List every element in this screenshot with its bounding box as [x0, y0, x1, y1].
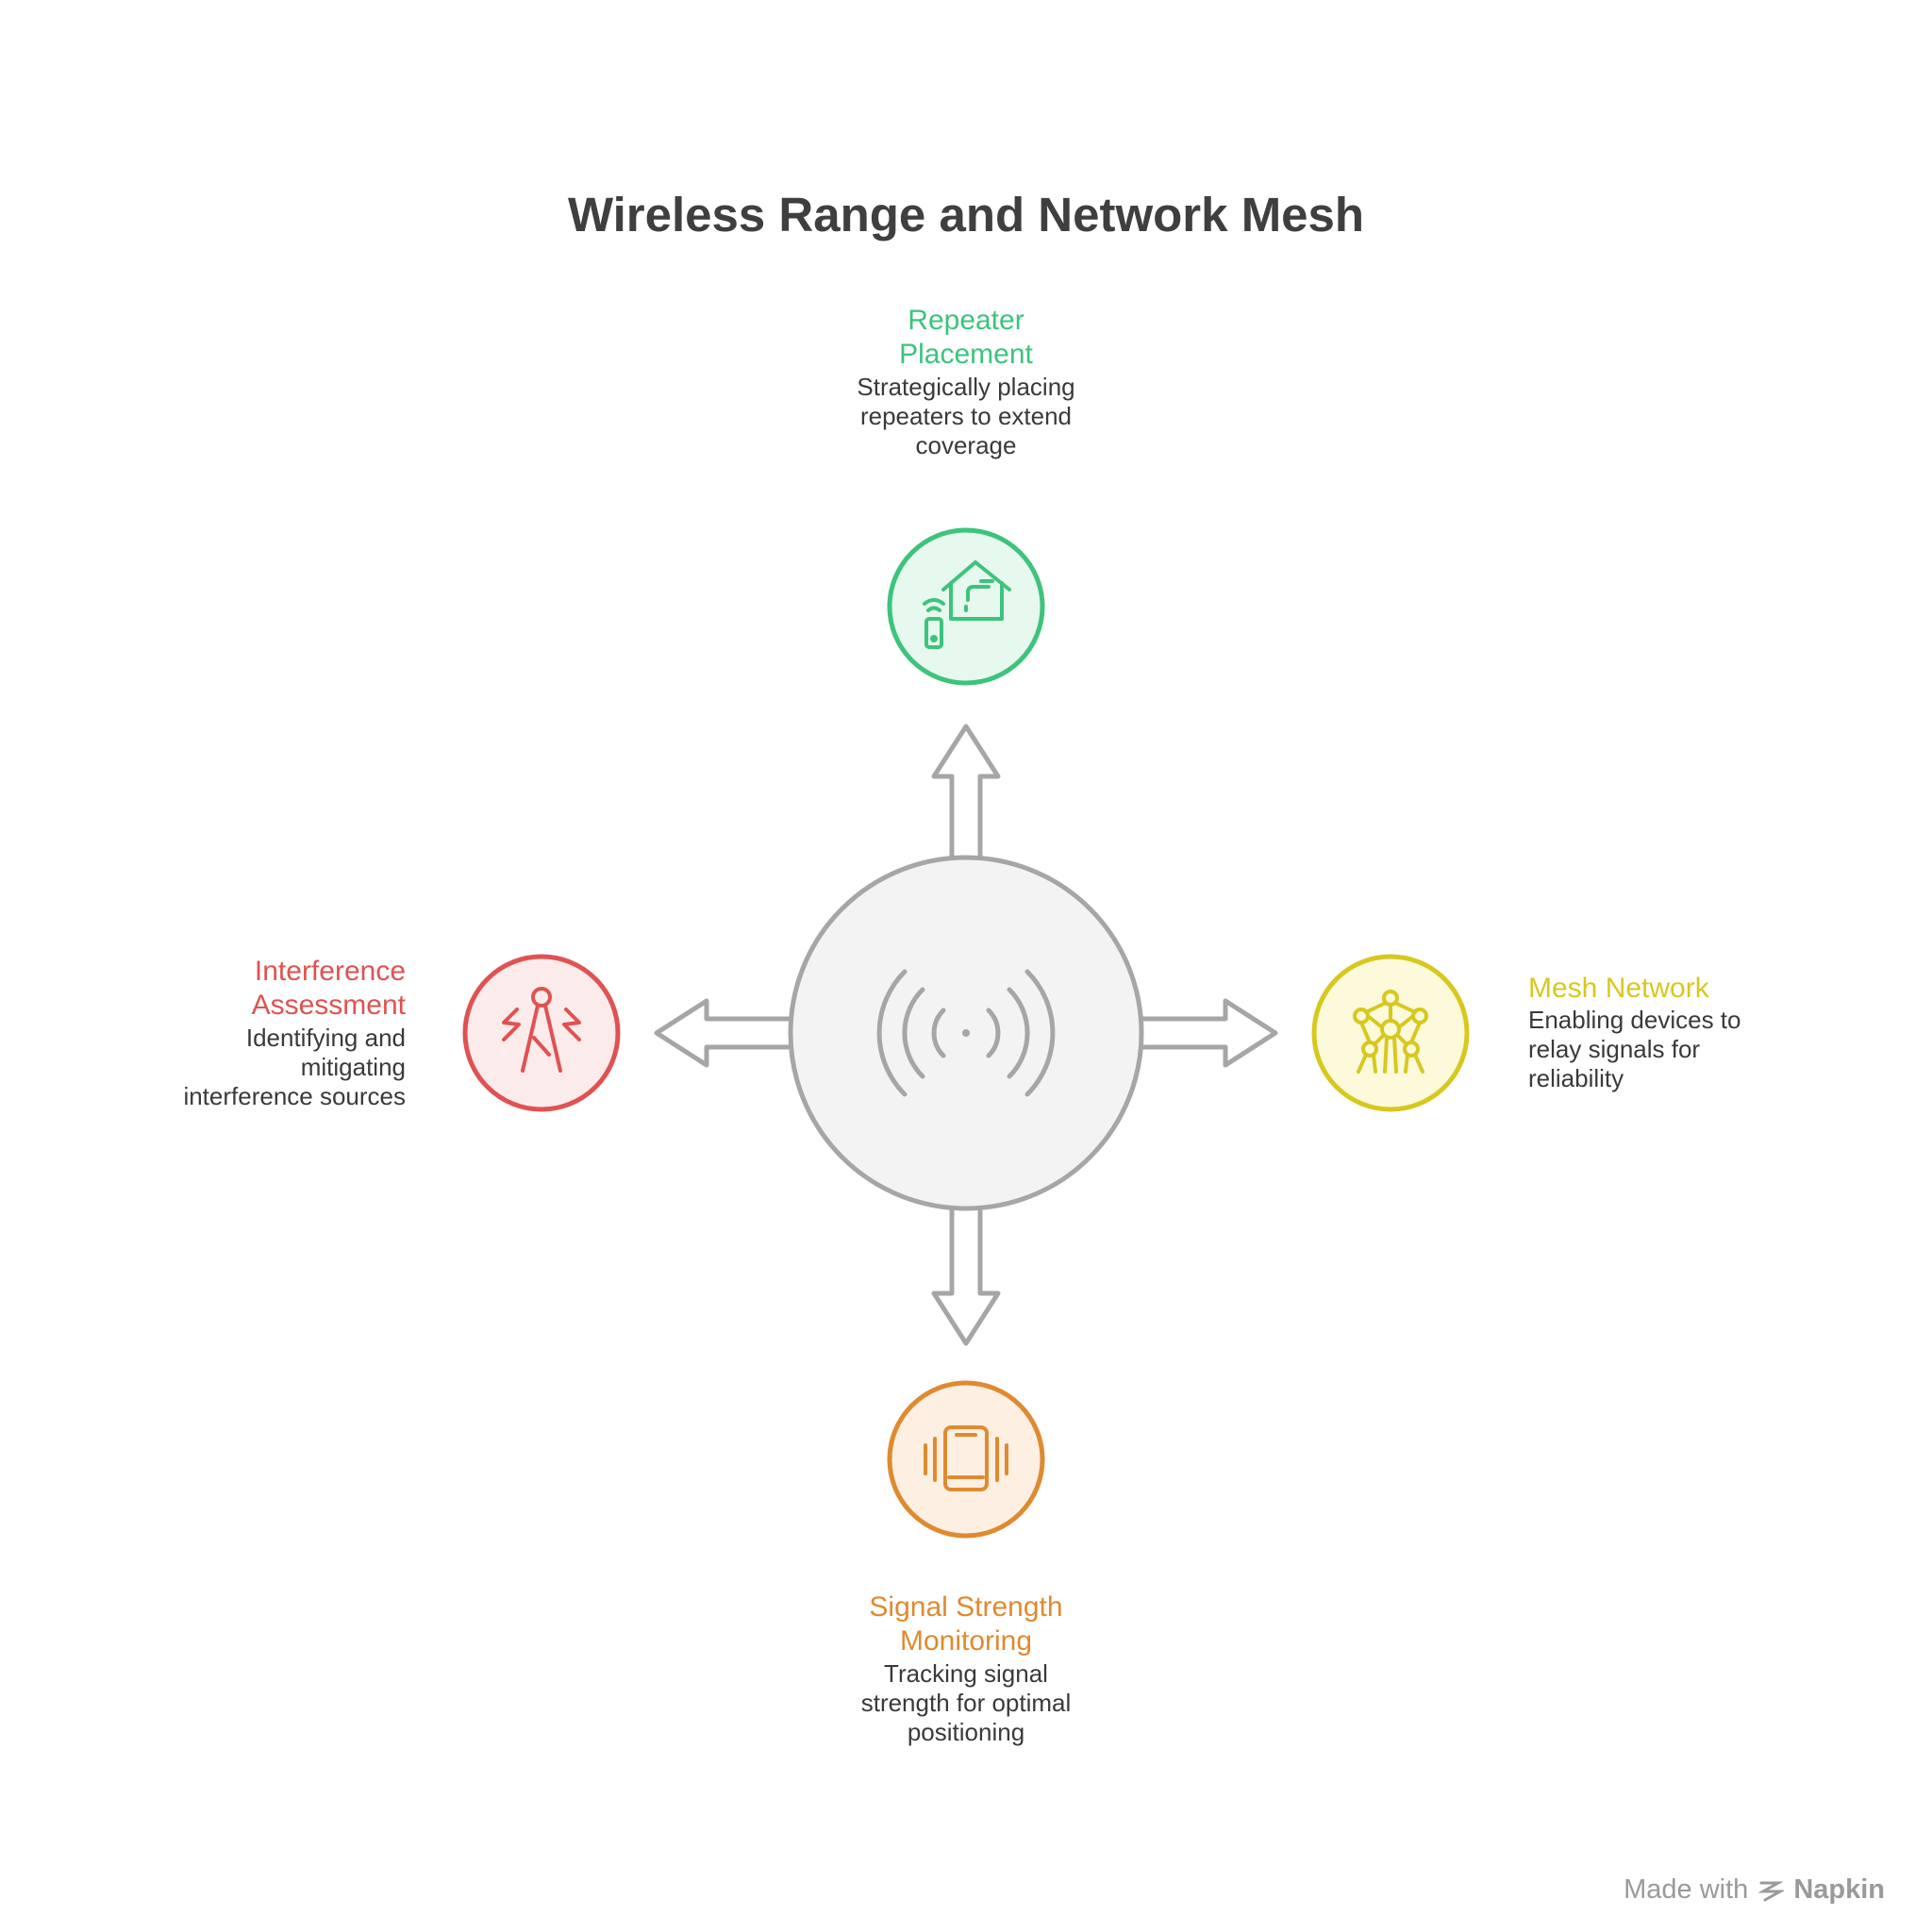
arrow-down	[931, 1205, 1001, 1346]
mesh-network-description: Enabling devices to relay signals for re…	[1528, 1006, 1741, 1092]
repeater-placement-description: Strategically placing repeaters to exten…	[857, 373, 1075, 459]
node-mesh-network	[1311, 954, 1470, 1112]
page-title: Wireless Range and Network Mesh	[567, 188, 1365, 242]
repeater-placement-label: Repeater Placement	[899, 305, 1033, 370]
footer-badge: Made with Napkin	[1624, 1874, 1885, 1906]
smart-home-remote-icon	[923, 560, 1011, 649]
node-signal-strength-monitoring	[887, 1380, 1045, 1539]
arrows	[654, 724, 1278, 1346]
signal-strength-monitoring-label: Signal Strength Monitoring	[869, 1591, 1063, 1657]
napkin-logo-icon	[1757, 1881, 1785, 1901]
interference-assessment-description: Identifying and mitigating interference …	[183, 1024, 406, 1110]
napkin-brand-text: Napkin	[1793, 1874, 1885, 1905]
arrow-right	[1137, 998, 1278, 1068]
interference-assessment-label: Interference Assessment	[251, 956, 406, 1021]
antenna-tower-icon	[502, 987, 581, 1073]
made-with-text: Made with	[1624, 1874, 1749, 1905]
wireless-signal-icon	[876, 969, 1056, 1097]
phone-vibrate-icon	[924, 1425, 1008, 1491]
mesh-network-label: Mesh Network	[1528, 973, 1709, 1004]
arrow-left	[654, 998, 795, 1068]
arrow-up	[931, 724, 1001, 861]
node-interference-assessment	[462, 954, 621, 1112]
node-repeater-placement	[887, 527, 1045, 686]
center-hub	[788, 855, 1144, 1211]
atomium-network-icon	[1353, 990, 1428, 1074]
signal-strength-monitoring-description: Tracking signal strength for optimal pos…	[860, 1659, 1072, 1746]
